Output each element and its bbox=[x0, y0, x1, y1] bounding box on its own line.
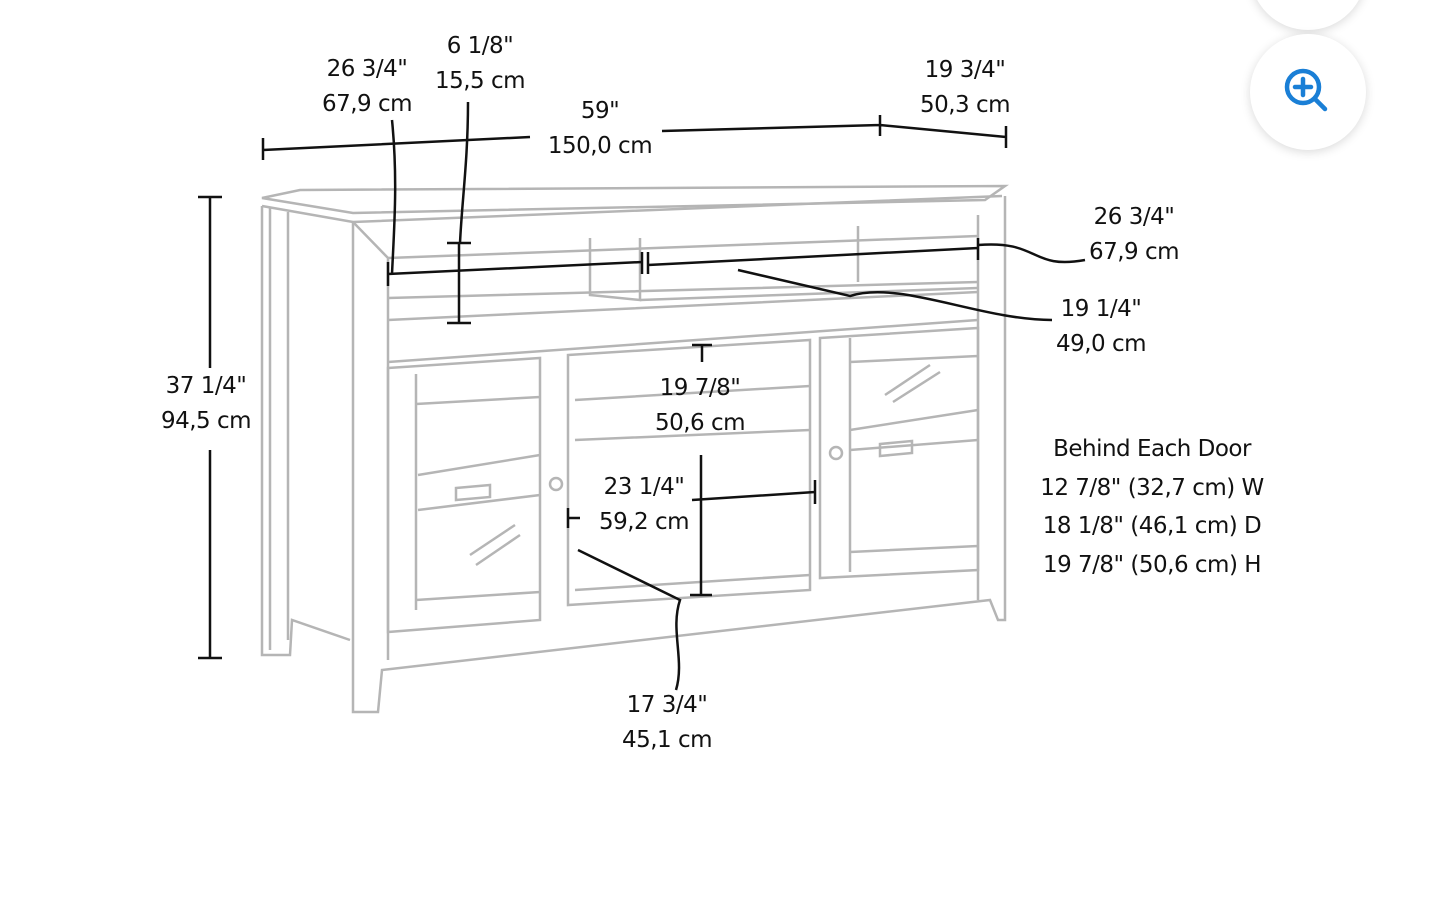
label-center-height: 19 7/8" 50,6 cm bbox=[654, 371, 746, 441]
label-shelf-width-top: 26 3/4" 67,9 cm bbox=[321, 52, 413, 122]
zoom-in-icon bbox=[1284, 68, 1328, 112]
label-center-width: 23 1/4" 59,2 cm bbox=[598, 470, 690, 540]
dim-cm: 94,5 cm bbox=[160, 408, 252, 434]
note-width: 12 7/8" (32,7 cm) W bbox=[1040, 474, 1264, 501]
label-overall-height: 37 1/4" 94,5 cm bbox=[160, 369, 252, 439]
dim-inches: 19 7/8" bbox=[659, 375, 741, 401]
dim-cm: 59,2 cm bbox=[598, 509, 690, 535]
note-title: Behind Each Door bbox=[1053, 436, 1251, 462]
cabinet-outline bbox=[260, 184, 1009, 714]
dim-inches: 6 1/8" bbox=[446, 33, 514, 59]
zoom-in-button[interactable] bbox=[1250, 34, 1366, 150]
dim-inches: 26 3/4" bbox=[1093, 204, 1175, 230]
dim-inches: 23 1/4" bbox=[603, 474, 685, 500]
dim-inches: 19 1/4" bbox=[1060, 296, 1142, 322]
behind-each-door-note: Behind Each Door 12 7/8" (32,7 cm) W 18 … bbox=[1040, 430, 1264, 584]
label-shelf-height-top: 6 1/8" 15,5 cm bbox=[434, 29, 526, 99]
dim-inches: 19 3/4" bbox=[924, 57, 1006, 83]
note-height: 19 7/8" (50,6 cm) H bbox=[1042, 551, 1262, 578]
note-depth: 18 1/8" (46,1 cm) D bbox=[1042, 513, 1262, 539]
label-overall-width: 59" 150,0 cm bbox=[547, 94, 653, 164]
dim-inches: 59" bbox=[580, 98, 620, 124]
label-shelf-width-right: 26 3/4" 67,9 cm bbox=[1088, 200, 1180, 270]
dim-inches: 37 1/4" bbox=[165, 373, 247, 399]
dim-inches: 17 3/4" bbox=[626, 692, 708, 718]
dim-cm: 67,9 cm bbox=[321, 91, 413, 117]
dim-cm: 50,6 cm bbox=[654, 410, 746, 436]
dim-cm: 50,3 cm bbox=[919, 92, 1011, 118]
dim-inches: 26 3/4" bbox=[326, 56, 408, 82]
dim-cm: 45,1 cm bbox=[621, 727, 713, 753]
dimension-lines bbox=[198, 101, 1086, 691]
dim-cm: 15,5 cm bbox=[434, 68, 526, 94]
dim-cm: 67,9 cm bbox=[1088, 239, 1180, 265]
dim-cm: 150,0 cm bbox=[547, 133, 653, 159]
label-center-depth: 17 3/4" 45,1 cm bbox=[621, 688, 713, 758]
label-shelf-depth: 19 1/4" 49,0 cm bbox=[1055, 292, 1147, 362]
dim-cm: 49,0 cm bbox=[1055, 331, 1147, 357]
label-overall-depth: 19 3/4" 50,3 cm bbox=[919, 53, 1011, 123]
